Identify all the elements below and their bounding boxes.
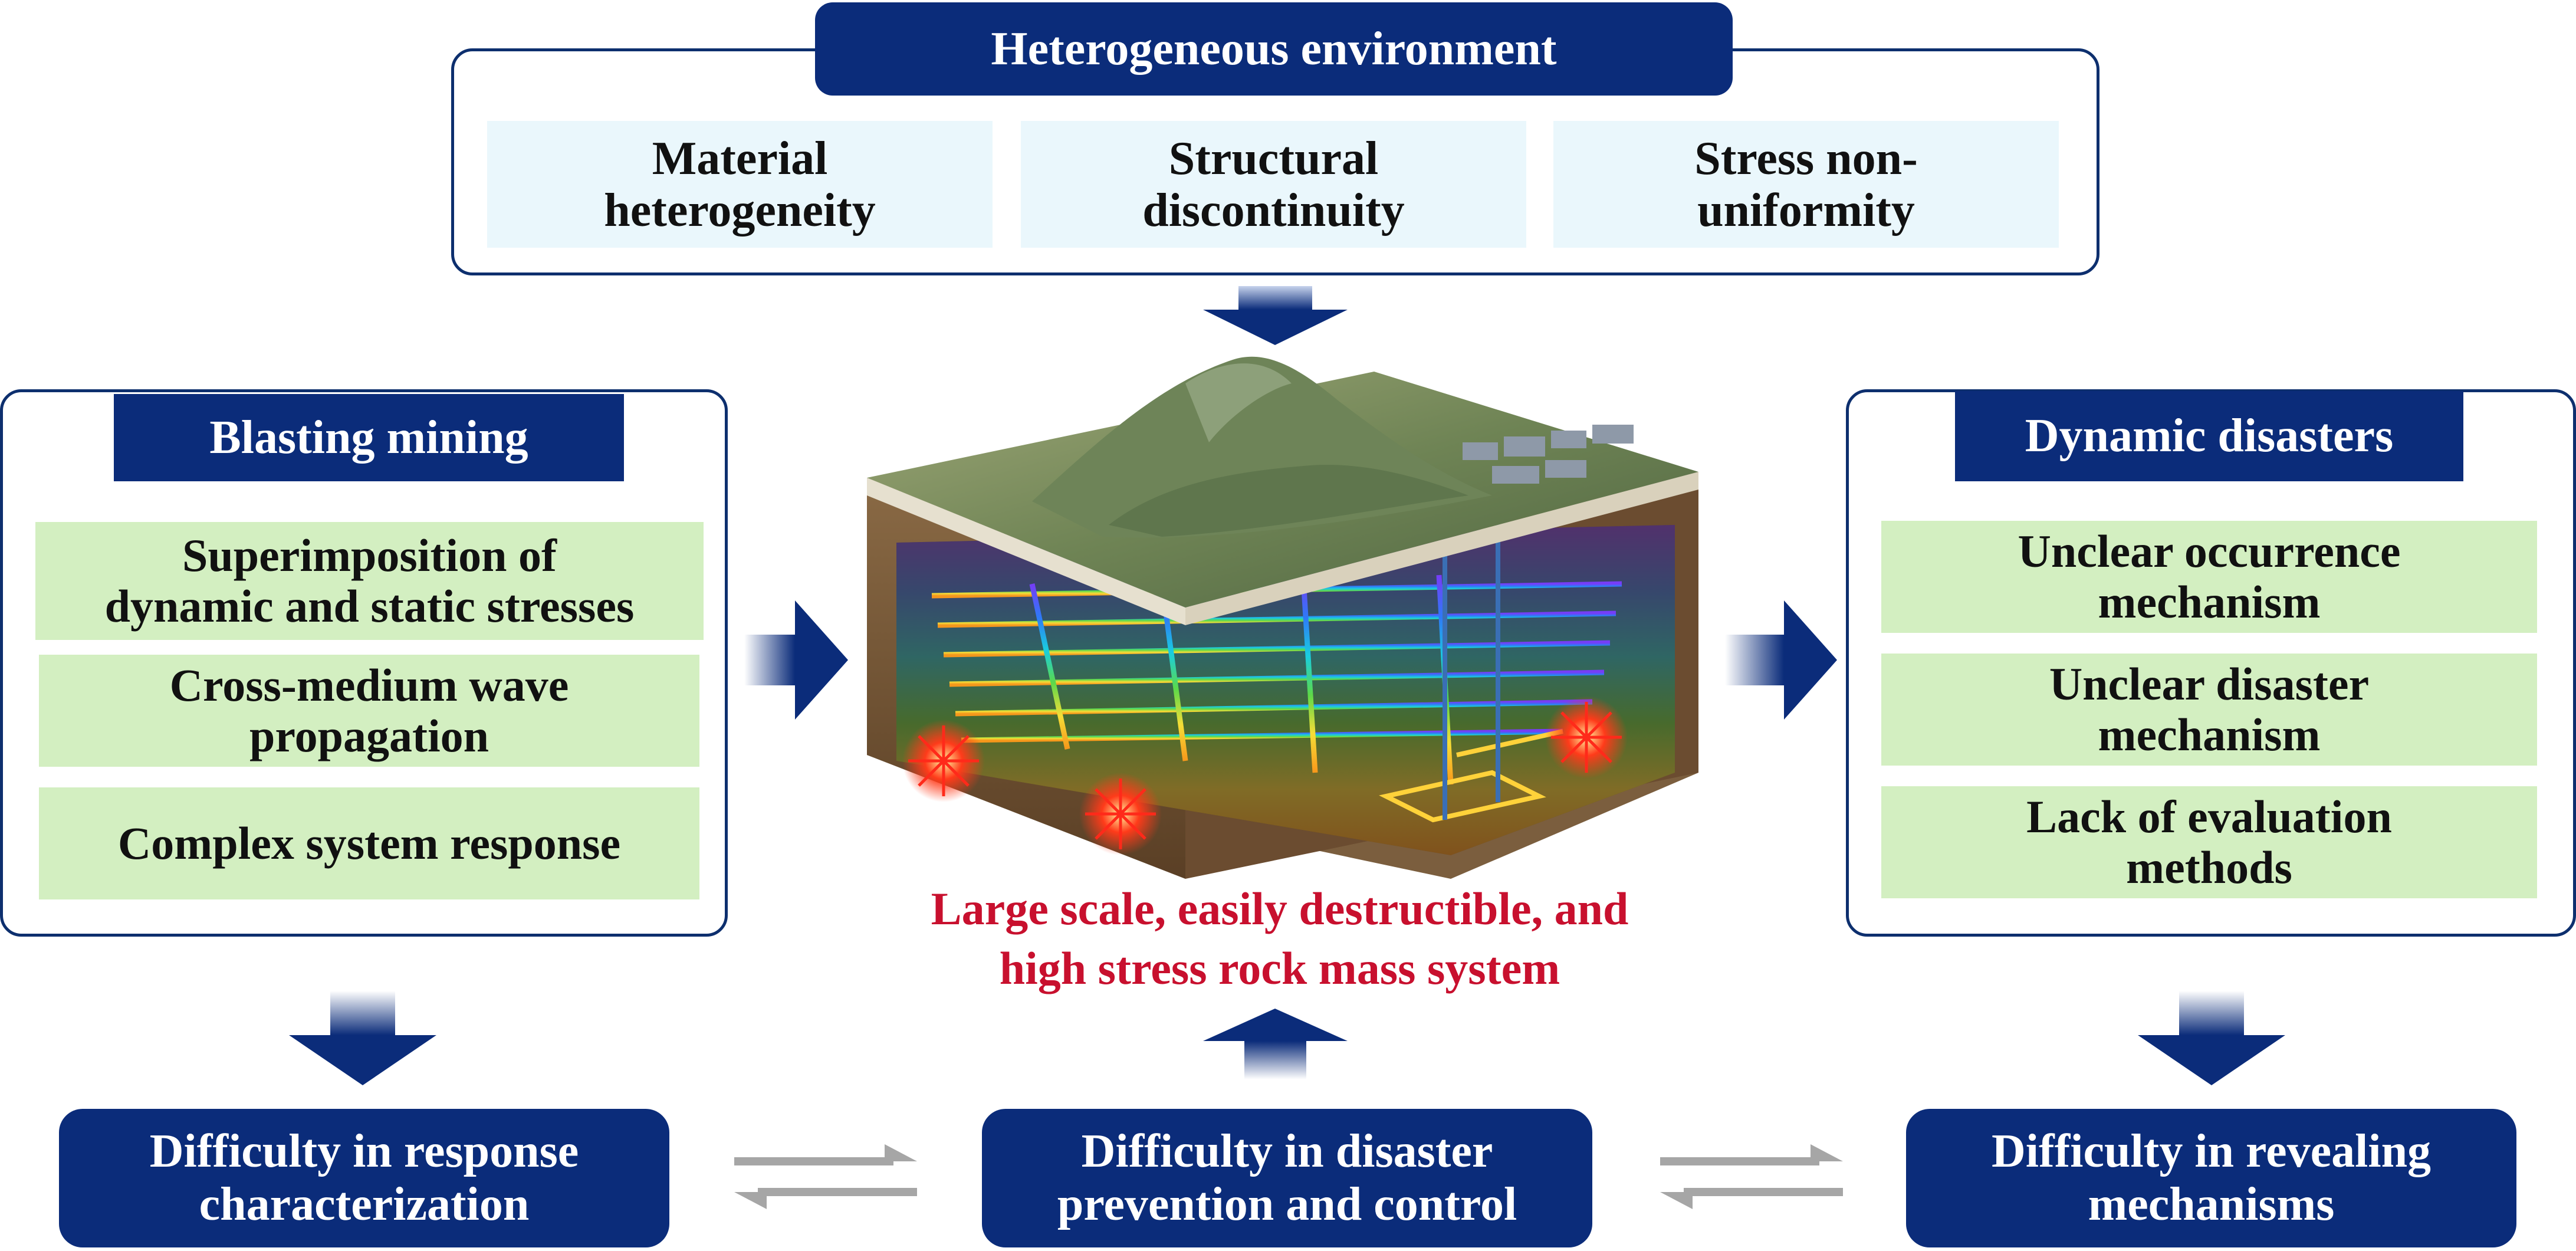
bottom-box-revealing-mechanisms: Difficulty in revealing mechanisms: [1906, 1109, 2516, 1247]
center-caption: Large scale, easily destructible, and hi…: [931, 883, 1629, 994]
exchange-arrows-right: [1660, 1144, 1843, 1209]
rock-mass-block-illustration: [867, 356, 1698, 879]
left-panel-header: Blasting mining: [114, 394, 624, 481]
arrow-up-bottom-to-center: [1203, 1009, 1348, 1079]
right-panel-header: Dynamic disasters: [1955, 391, 2463, 481]
top-item-stress-nonuniformity: Stress non- uniformity: [1553, 121, 2059, 248]
arrow-right-center-to-right: [1725, 600, 1837, 720]
arrow-down-top-to-center: [1203, 286, 1348, 345]
left-item-complex-response: Complex system response: [39, 787, 699, 899]
top-panel-header: Heterogeneous environment: [815, 2, 1733, 96]
arrow-down-right-to-bottom: [2138, 991, 2285, 1085]
left-item-cross-medium: Cross-medium wave propagation: [39, 655, 699, 767]
arrow-down-left-to-bottom: [289, 991, 436, 1085]
right-item-occurrence-mechanism: Unclear occurrence mechanism: [1881, 521, 2537, 633]
bottom-box-disaster-prevention: Difficulty in disaster prevention and co…: [982, 1109, 1592, 1247]
top-item-structural-discontinuity: Structural discontinuity: [1021, 121, 1526, 248]
left-item-superimposition: Superimposition of dynamic and static st…: [35, 522, 704, 640]
bottom-box-response-characterization: Difficulty in response characterization: [59, 1109, 669, 1247]
right-item-disaster-mechanism: Unclear disaster mechanism: [1881, 654, 2537, 766]
exchange-arrows-left: [734, 1144, 917, 1209]
right-item-evaluation-methods: Lack of evaluation methods: [1881, 786, 2537, 898]
arrow-right-left-to-center: [744, 600, 848, 720]
top-item-material-heterogeneity: Material heterogeneity: [487, 121, 993, 248]
